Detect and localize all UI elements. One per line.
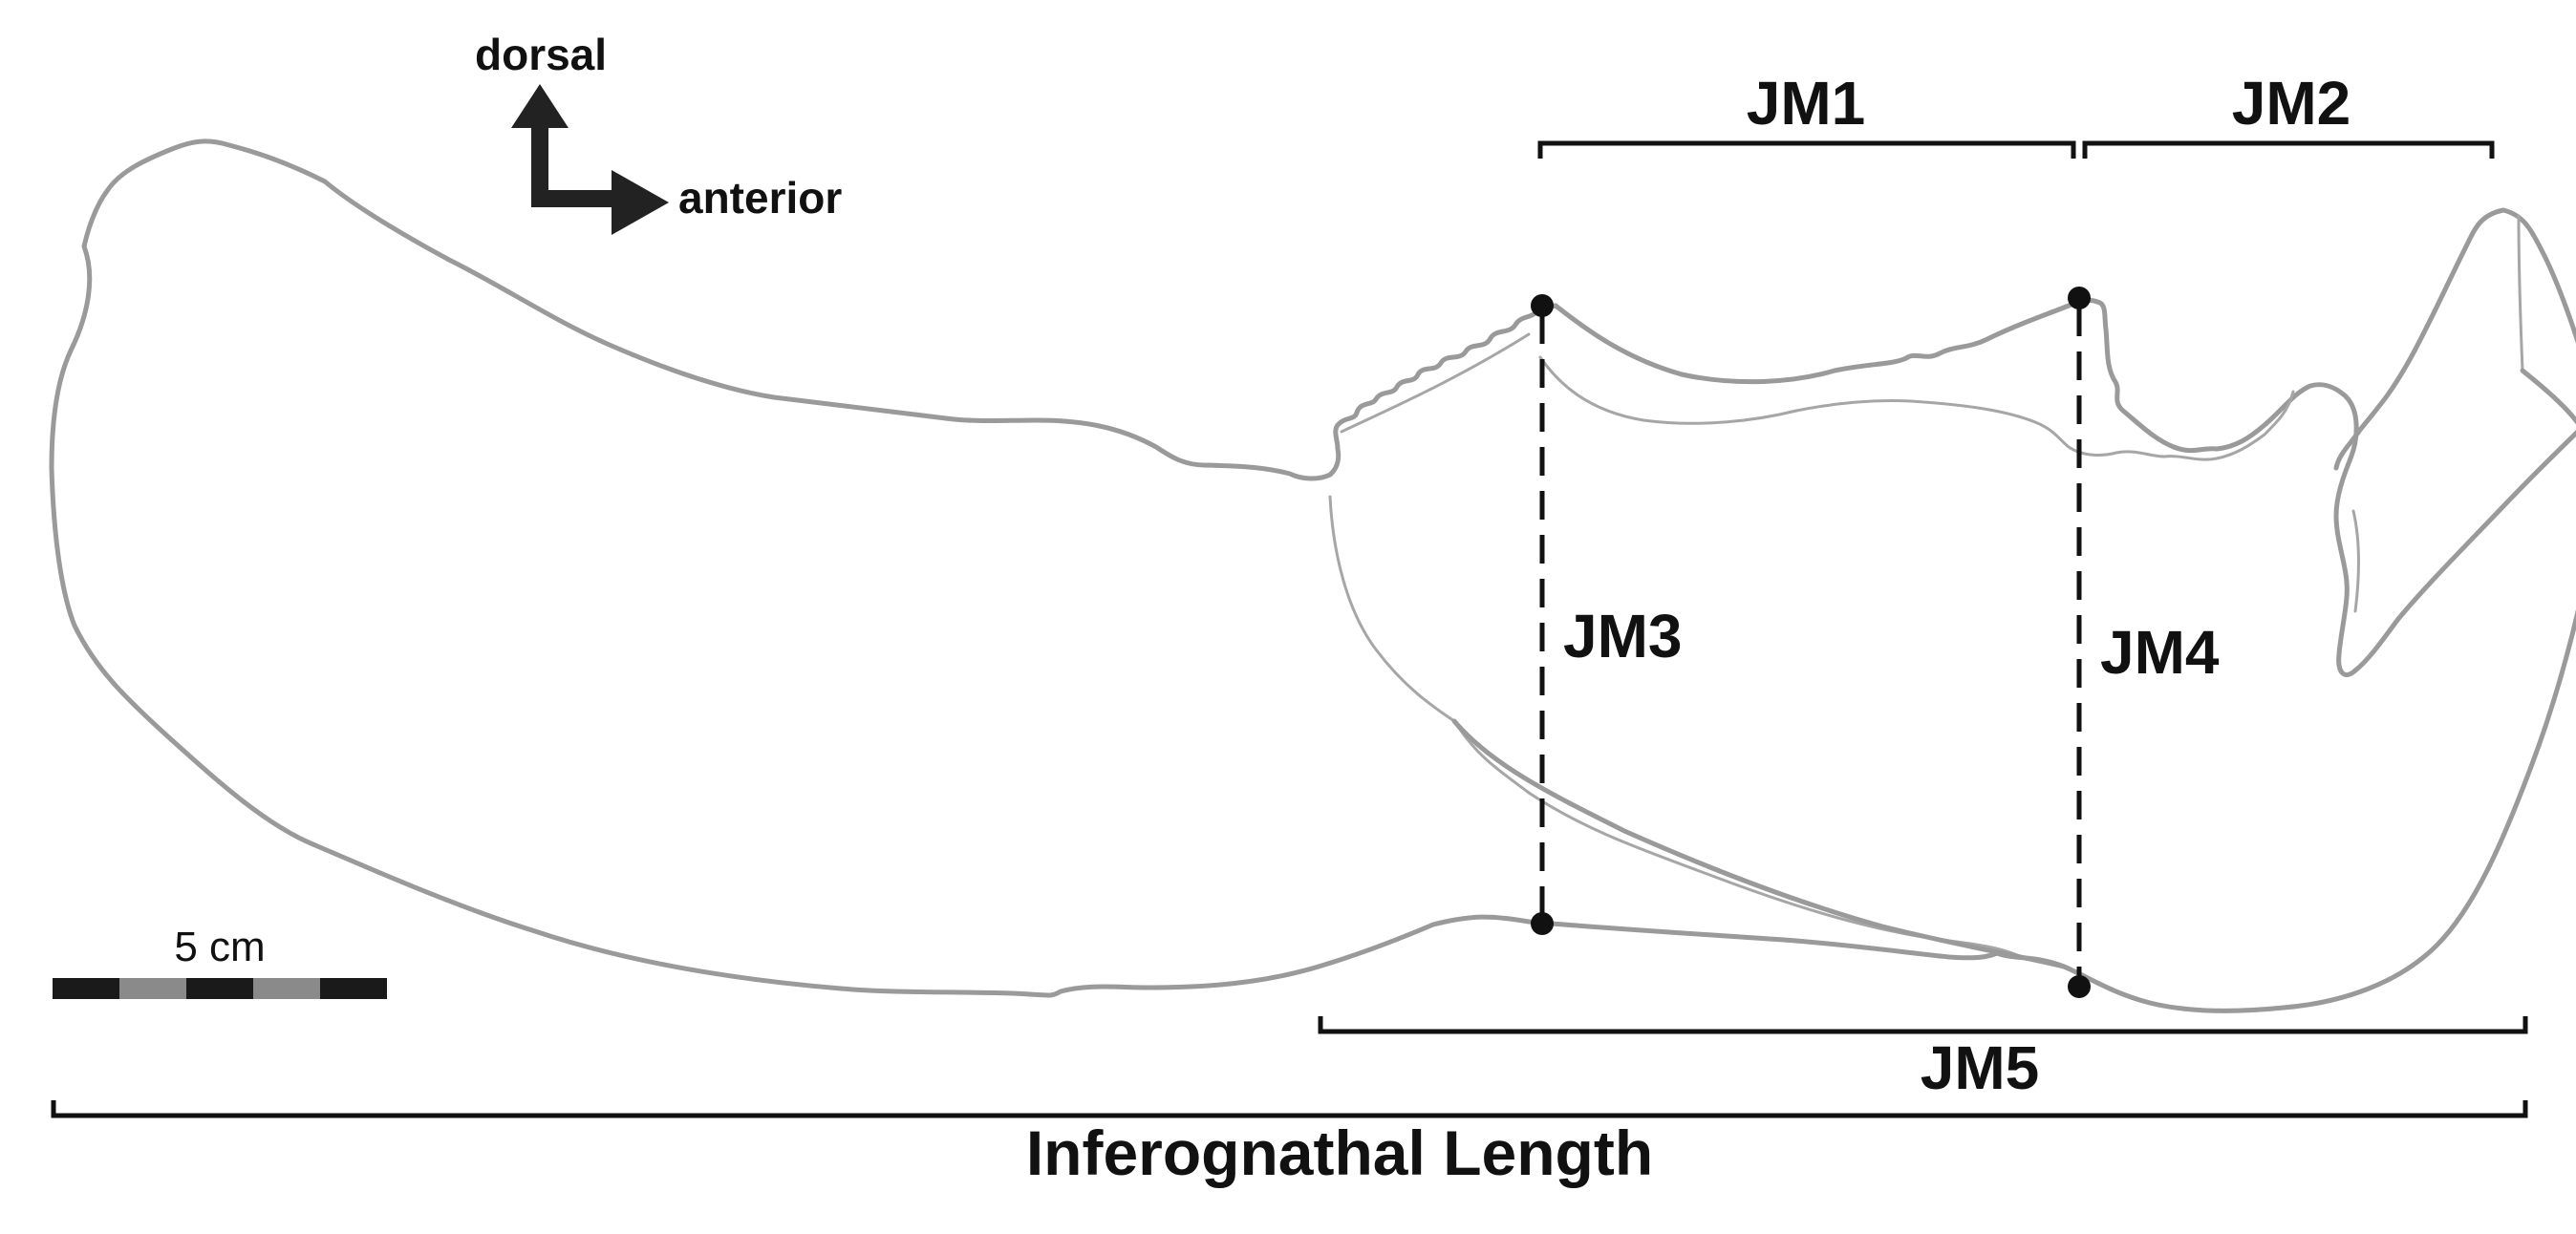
- jaw-outline: [49, 138, 2576, 1013]
- scale-segment-5: [320, 978, 387, 999]
- scale-bar-label: 5 cm: [174, 924, 265, 970]
- anterior-symphysis: [1994, 368, 2576, 1013]
- total-length-bracket: [51, 1100, 2528, 1118]
- scale-segment-3: [186, 978, 253, 999]
- jm3-bottom-point: [1531, 912, 1554, 935]
- dorsal-label: dorsal: [475, 30, 607, 79]
- orientation-indicator: dorsal anterior: [475, 30, 842, 235]
- jm4-bottom-point: [2068, 975, 2091, 998]
- jm1-measurement: JM1: [1537, 69, 2076, 159]
- scale-segment-4: [253, 978, 320, 999]
- anterior-label: anterior: [678, 173, 842, 223]
- jm3-top-point: [1531, 294, 1554, 317]
- jm5-label: JM5: [1921, 1033, 2040, 1102]
- jm5-measurement: JM5: [1318, 1016, 2528, 1102]
- serrated-margin-inner: [1340, 332, 1531, 434]
- incisor-root-line: [2351, 509, 2361, 613]
- total-length-measurement: Inferognathal Length: [51, 1100, 2528, 1188]
- scale-segment-2: [119, 978, 186, 999]
- jm4-measurement: JM4: [2068, 287, 2220, 998]
- serrated-margin: [1327, 303, 1558, 478]
- total-length-label: Inferognathal Length: [1026, 1117, 1653, 1188]
- incisor-outline: [2333, 207, 2576, 673]
- ventral-body-edge: [1451, 718, 2067, 969]
- dorsal-tooth-row-edge: [1553, 297, 2359, 677]
- scale-segment-1: [53, 978, 119, 999]
- incisor-tip-line: [2517, 214, 2524, 372]
- jm2-label: JM2: [2232, 69, 2351, 138]
- scale-bar: 5 cm: [53, 924, 387, 999]
- jm3-measurement: JM3: [1531, 294, 1683, 935]
- jm1-bracket: [1537, 140, 2076, 159]
- posterior-lobe: [49, 138, 2000, 998]
- jm5-bracket: [1318, 1016, 2528, 1034]
- anterior-arrowhead-icon: [612, 170, 669, 235]
- jm1-label: JM1: [1747, 69, 1866, 138]
- jm4-top-point: [2068, 287, 2091, 309]
- alveolar-inner-line: [1538, 355, 2295, 461]
- jm3-label: JM3: [1563, 602, 1683, 670]
- jm4-label: JM4: [2100, 618, 2220, 687]
- jm2-bracket: [2082, 140, 2495, 159]
- jm2-measurement: JM2: [2082, 69, 2495, 159]
- dorsal-arrowhead-icon: [511, 84, 569, 128]
- ventral-inner-curve: [1328, 495, 2028, 961]
